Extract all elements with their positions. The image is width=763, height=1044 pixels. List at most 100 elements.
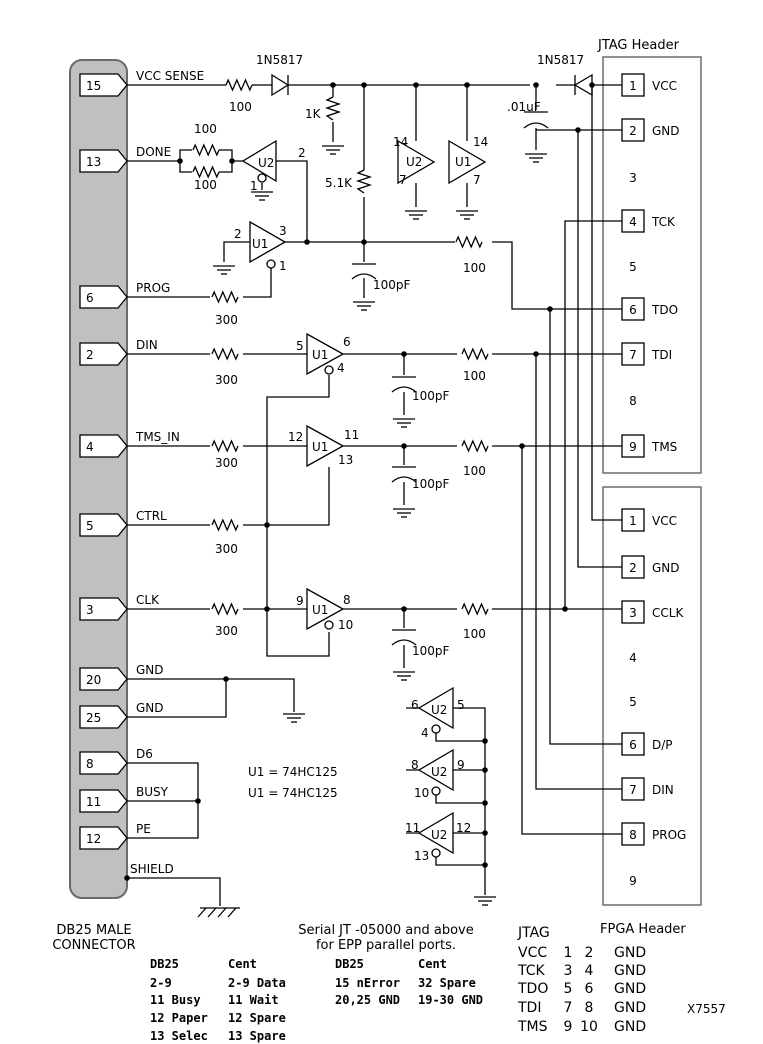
db25-pin-number: 6 bbox=[86, 291, 94, 305]
connector-title: DB25 MALE bbox=[56, 923, 131, 938]
diode-symbol bbox=[271, 73, 290, 97]
db25-pin-number: 13 bbox=[86, 155, 101, 169]
pin-label: 9 bbox=[296, 594, 304, 608]
junction-dots bbox=[124, 82, 595, 881]
fpga-header-pin-number: 5 bbox=[629, 695, 637, 709]
connector-title: CONNECTOR bbox=[52, 938, 135, 953]
jtag-header-pin-number: 3 bbox=[629, 171, 637, 185]
table-cell: 2-9 bbox=[150, 976, 172, 990]
resistor-label: 100 bbox=[463, 261, 486, 275]
jtag-table-gnd: GND bbox=[614, 963, 646, 979]
jtag-header-pin-number: 4 bbox=[629, 215, 637, 229]
pin-label: 2 bbox=[298, 146, 306, 160]
resistor-symbol bbox=[192, 165, 220, 179]
buffer-u1-clk bbox=[306, 587, 345, 631]
serial-note: for EPP parallel ports. bbox=[316, 938, 456, 953]
pin-label: 14 bbox=[473, 135, 488, 149]
resistor-symbol bbox=[211, 290, 239, 304]
fpga-header-pin-signal: DIN bbox=[652, 783, 674, 797]
resistor-symbol bbox=[211, 347, 239, 361]
db25-pin-number: 2 bbox=[86, 348, 94, 362]
resistor-1k-label: 1K bbox=[305, 107, 322, 121]
db25-pin-number: 15 bbox=[86, 79, 101, 93]
jtag-header-pin: 3 bbox=[629, 171, 637, 185]
u2-label: U2 bbox=[431, 703, 447, 717]
jtag-header-pin-signal: GND bbox=[652, 124, 680, 138]
component-labels: 1N5817 1N5817 100 1K .01uF 100 100 U2 2 … bbox=[194, 53, 584, 863]
jtag-table-pin: 8 bbox=[585, 1000, 594, 1016]
db25-pin-signal: D6 bbox=[136, 747, 153, 761]
db25-pin-number: 8 bbox=[86, 757, 94, 771]
db25-pin-signal: PROG bbox=[136, 281, 170, 295]
pin-label: 10 bbox=[414, 786, 429, 800]
u1-part-note: U1 = 74HC125 bbox=[248, 786, 338, 800]
diode-label: 1N5817 bbox=[256, 53, 303, 67]
jtag-header-pin-number: 9 bbox=[629, 440, 637, 454]
resistor-label: 100 bbox=[194, 122, 217, 136]
db25-pin-signal: DIN bbox=[136, 338, 158, 352]
table-cell: 19-30 GND bbox=[418, 993, 483, 1007]
pin-label: 6 bbox=[411, 698, 419, 712]
jtag-header-pin-signal: TDO bbox=[651, 303, 678, 317]
table-cell: 32 Spare bbox=[418, 976, 476, 990]
jtag-table-pin: 7 bbox=[564, 1000, 573, 1016]
jtag-table-pin: 1 bbox=[564, 945, 573, 961]
jtag-table-signal: TCK bbox=[517, 963, 546, 979]
pin-label: 14 bbox=[393, 135, 408, 149]
db25-pin-signal: PE bbox=[136, 822, 151, 836]
jtag-header-pin: 5 bbox=[629, 260, 637, 274]
serial-note: Serial JT -05000 and above bbox=[298, 923, 473, 938]
db25-pin-number: 4 bbox=[86, 440, 94, 454]
db25-pin: 13 DONE bbox=[79, 145, 171, 173]
fpga-header-pin-number: 1 bbox=[629, 514, 637, 528]
jtag-header-pin-signal: TDI bbox=[651, 348, 672, 362]
db25-pin: 8 D6 bbox=[79, 747, 153, 775]
pin-label: 3 bbox=[279, 224, 287, 238]
capacitor-label: 100pF bbox=[412, 477, 450, 491]
fpga-header-title: FPGA Header bbox=[600, 922, 686, 937]
fpga-header-pin-number: 9 bbox=[629, 874, 637, 888]
jtag-header-pin: 7 TDI bbox=[621, 342, 672, 366]
fpga-header-pin-signal: CCLK bbox=[652, 606, 684, 620]
fpga-header-pin-signal: PROG bbox=[652, 828, 686, 842]
capacitor-symbol bbox=[351, 263, 377, 280]
buffer-u1-din bbox=[306, 332, 345, 376]
jtag-header-pin-number: 8 bbox=[629, 394, 637, 408]
capacitor-symbol bbox=[391, 466, 417, 483]
table-header: DB25 bbox=[150, 957, 179, 971]
db25-pin-signal: DONE bbox=[136, 145, 171, 159]
resistor-label: 300 bbox=[215, 624, 238, 638]
buffer-u2-spare bbox=[417, 686, 454, 730]
jtag-table-signal: TDO bbox=[517, 981, 548, 997]
db25-pin-number: 20 bbox=[86, 673, 101, 687]
resistor-symbol bbox=[461, 347, 489, 361]
jtag-header-title: JTAG Header bbox=[597, 38, 680, 53]
db25-pin-signal: GND bbox=[136, 663, 164, 677]
pin-label: 8 bbox=[411, 758, 419, 772]
jtag-header-pin: 8 bbox=[629, 394, 637, 408]
capacitor-symbol bbox=[391, 629, 417, 646]
jtag-header-pin-number: 5 bbox=[629, 260, 637, 274]
u2-label: U2 bbox=[406, 155, 422, 169]
jtag-header-pin-number: 7 bbox=[629, 348, 637, 362]
table-cell: 12 Paper bbox=[150, 1011, 208, 1025]
table-cell: 11 Wait bbox=[228, 993, 279, 1007]
db25-pin: 2 DIN bbox=[79, 338, 158, 366]
buffer-u1-tms bbox=[306, 424, 345, 468]
jtag-table-pin: 6 bbox=[585, 981, 594, 997]
db25-pin-number: 5 bbox=[86, 519, 94, 533]
